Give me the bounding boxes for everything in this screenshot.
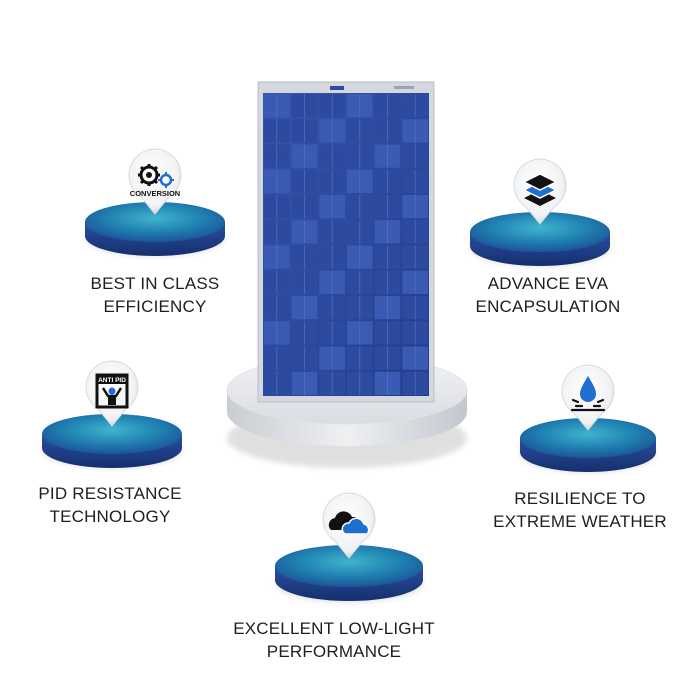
panel-label-strip	[394, 86, 414, 89]
feature-disc	[470, 212, 610, 267]
caption-line: PERFORMANCE	[266, 642, 402, 661]
panel-brand-mark	[330, 86, 344, 90]
caption-lowlight: EXCELLENT LOW-LIGHT PERFORMANCE	[214, 617, 454, 663]
feature-disc	[42, 414, 182, 469]
anti-pid-icon: ANTI PID	[95, 373, 129, 409]
gears-icon: CONVERSION	[130, 164, 180, 198]
feature-pid: ANTI PID	[42, 360, 182, 469]
caption-line: EXTREME WEATHER	[493, 512, 667, 531]
caption-line: ENCAPSULATION	[475, 297, 621, 316]
feature-efficiency: CONVERSION	[85, 148, 225, 257]
feature-disc	[85, 202, 225, 257]
caption-line: EXCELLENT LOW-LIGHT	[233, 619, 435, 638]
caption-line: TECHNOLOGY	[49, 507, 171, 526]
caption-line: PID RESISTANCE	[38, 484, 182, 503]
anti-pid-label: ANTI PID	[98, 377, 126, 384]
panel-cell-grid	[264, 94, 428, 395]
caption-efficiency: BEST IN CLASS EFFICIENCY	[35, 272, 275, 318]
feature-disc	[275, 545, 423, 603]
water-drop-icon	[570, 376, 606, 412]
caption-pid: PID RESISTANCE TECHNOLOGY	[0, 482, 230, 528]
conversion-label: CONVERSION	[130, 189, 180, 198]
caption-line: BEST IN CLASS	[90, 274, 220, 293]
feature-lowlight	[275, 492, 423, 603]
solar-panel	[257, 81, 435, 403]
feature-weather	[520, 364, 656, 473]
clouds-icon	[328, 511, 370, 535]
caption-eva: ADVANCE EVA ENCAPSULATION	[428, 272, 668, 318]
feature-disc	[520, 418, 656, 473]
caption-weather: RESILIENCE TO EXTREME WEATHER	[460, 487, 679, 533]
caption-line: ADVANCE EVA	[487, 274, 609, 293]
caption-line: RESILIENCE TO	[514, 489, 646, 508]
feature-eva	[470, 158, 610, 267]
layers-icon	[522, 173, 558, 206]
caption-line: EFFICIENCY	[103, 297, 207, 316]
